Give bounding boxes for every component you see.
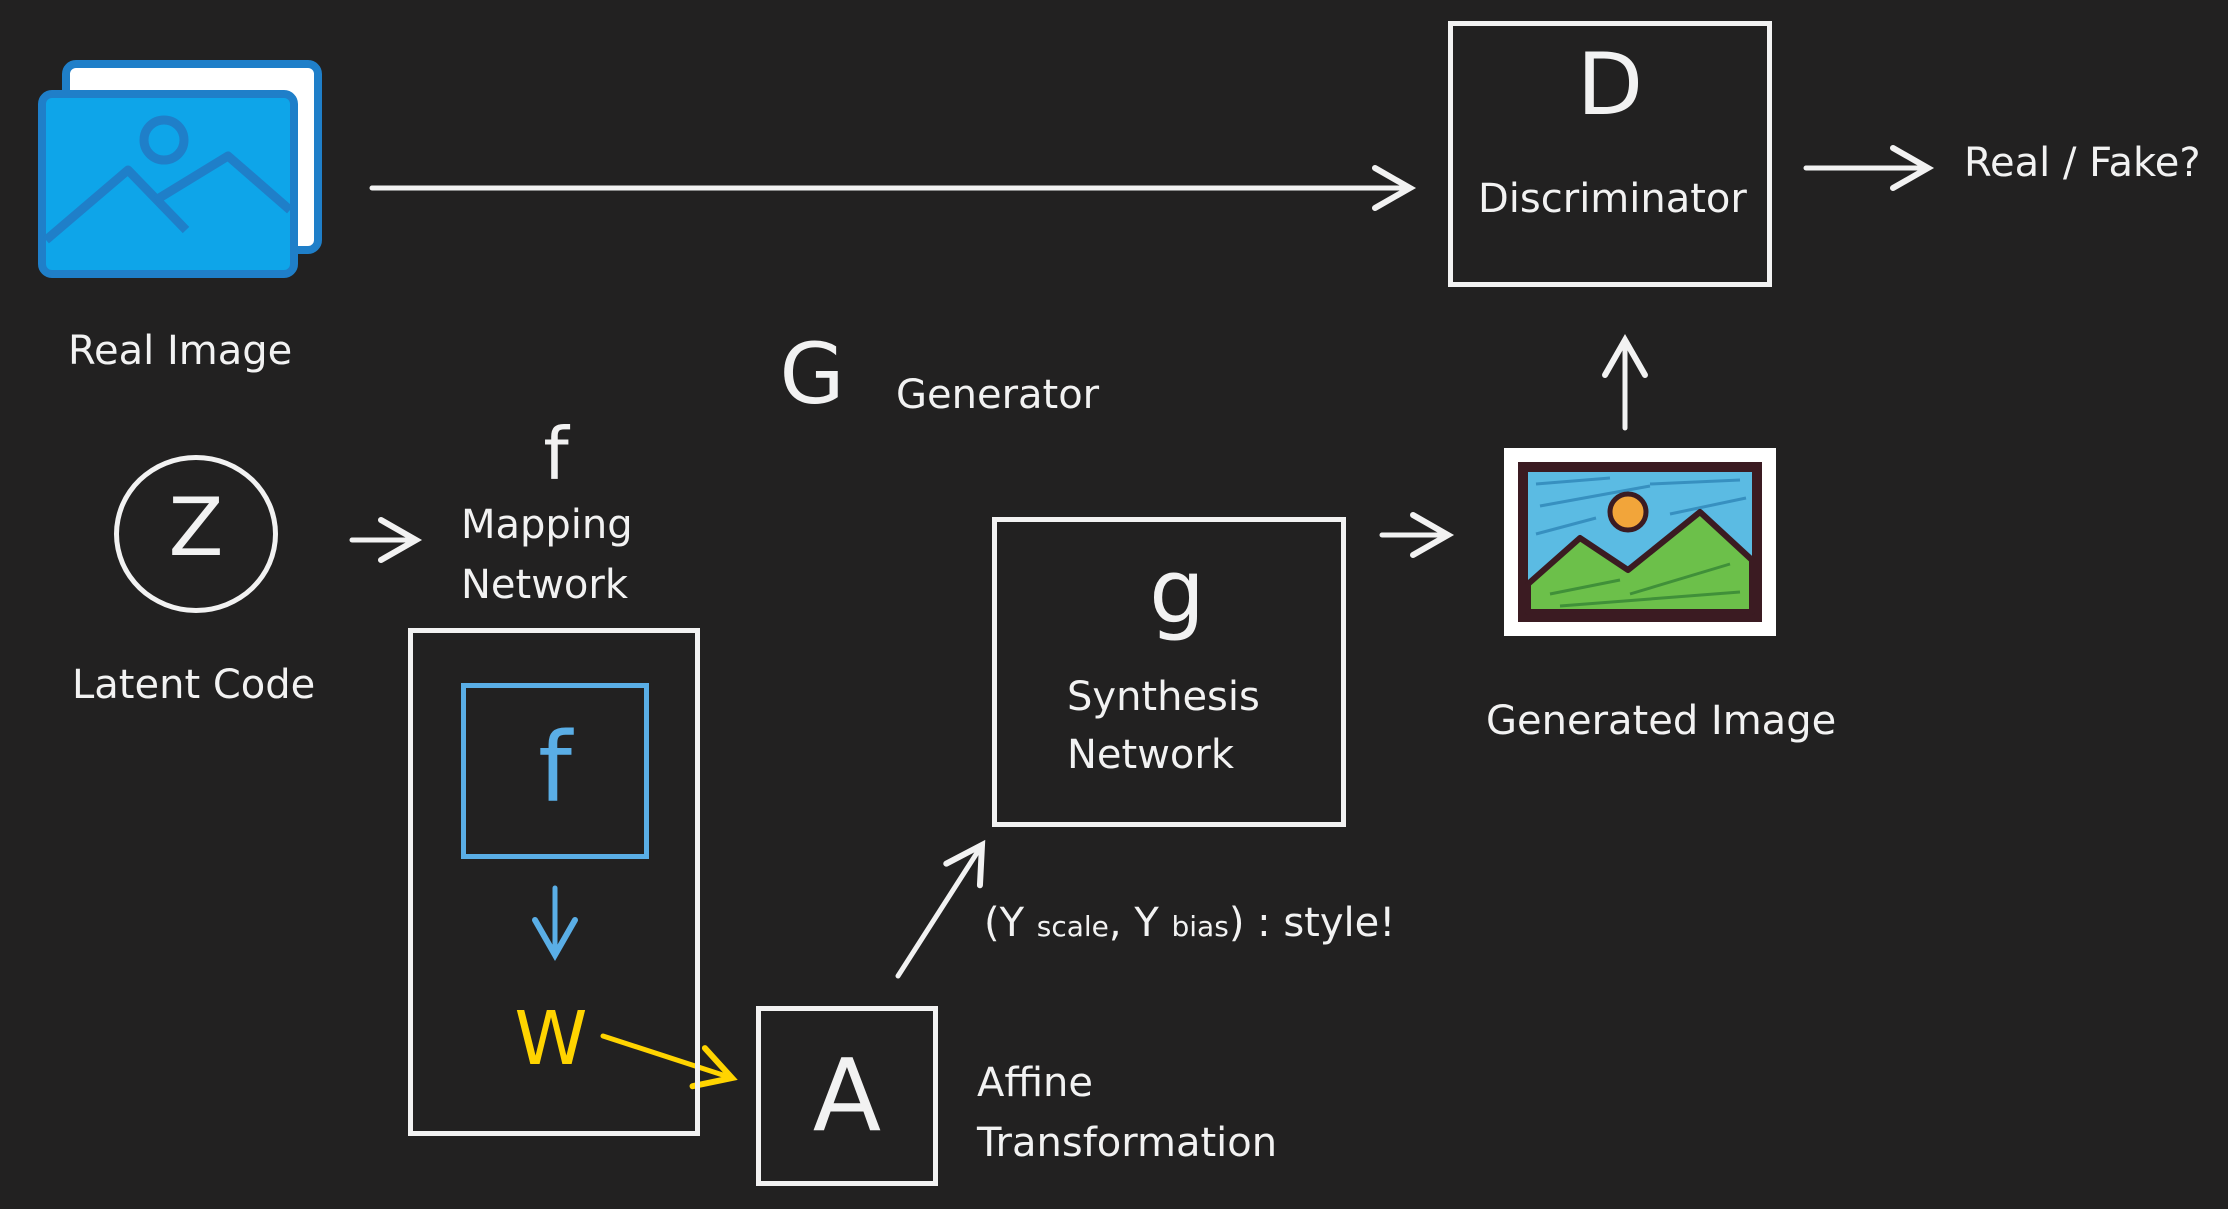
generated-picture-icon — [1504, 448, 1776, 636]
generated-image-label: Generated Image — [1486, 698, 1837, 744]
generator-symbol: G — [779, 325, 845, 423]
real-image-label: Real Image — [68, 328, 293, 374]
discriminator-label: Discriminator — [1478, 176, 1747, 222]
mapping-network-symbol: f — [543, 412, 569, 496]
discriminator-box — [1448, 21, 1772, 287]
synthesis-network-label-line2: Network — [1067, 732, 1235, 778]
discriminator-symbol: D — [1576, 35, 1644, 135]
style-bias-subscript: bias — [1171, 910, 1229, 943]
affine-symbol: A — [812, 1037, 882, 1154]
style-label: (Y scale, Y bias) : style! — [984, 894, 1395, 952]
style-mid: , Y — [1108, 900, 1172, 946]
synthesis-network-label-line1: Synthesis — [1067, 674, 1260, 720]
mapping-network-box — [408, 628, 700, 1136]
arrow-affine-to-synthesis — [895, 839, 986, 979]
synthesis-network-symbol: g — [1149, 540, 1205, 643]
style-scale-subscript: scale — [1036, 910, 1109, 943]
affine-label-line1: Affine — [977, 1060, 1093, 1106]
generator-label: Generator — [896, 372, 1100, 418]
style-open: (Y — [984, 900, 1037, 946]
mapping-inner-f-box — [461, 683, 649, 859]
w-symbol: W — [514, 996, 588, 1082]
style-close: ) : style! — [1228, 900, 1396, 946]
arrow-w-to-affine — [600, 1033, 738, 1090]
latent-code-label: Latent Code — [72, 662, 316, 708]
real-fake-output-label: Real / Fake? — [1964, 140, 2201, 186]
affine-box — [756, 1006, 938, 1186]
mapping-network-label-line1: Mapping — [461, 502, 633, 548]
mapping-network-label-line2: Network — [461, 562, 629, 608]
image-gallery-icon — [38, 60, 322, 278]
mapping-inner-f-symbol: f — [538, 712, 572, 824]
latent-code-circle — [114, 455, 278, 613]
affine-label-line2: Transformation — [977, 1120, 1278, 1166]
latent-z-symbol: Z — [168, 481, 224, 574]
synthesis-network-box — [992, 517, 1346, 827]
